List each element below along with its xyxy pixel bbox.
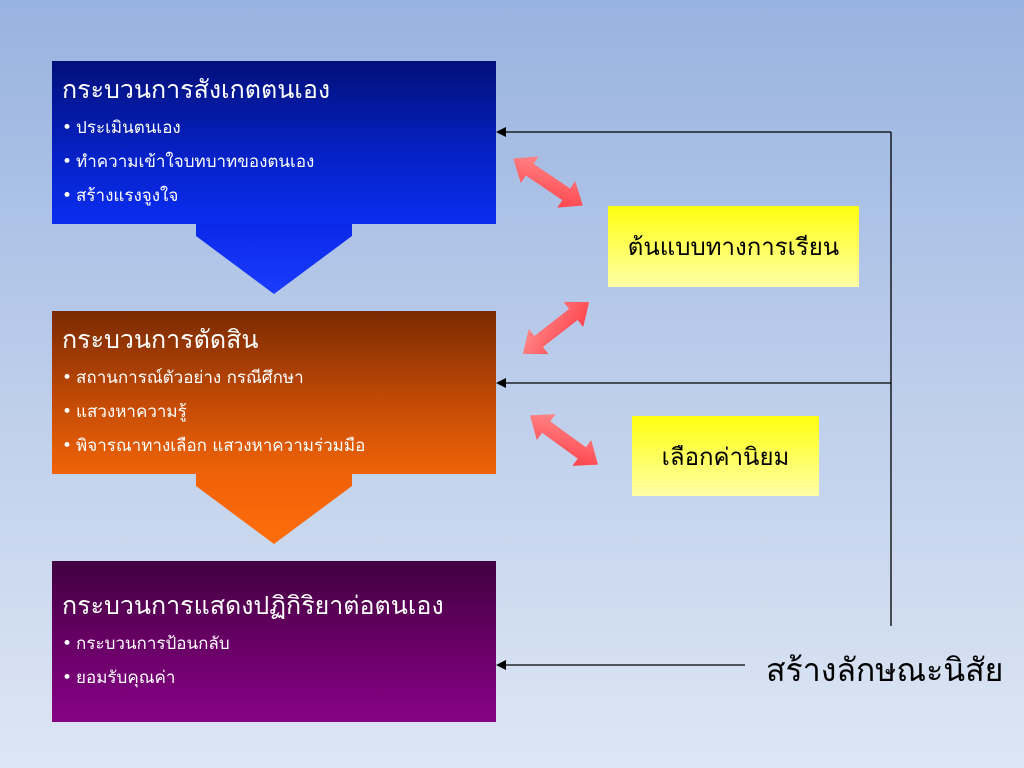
observe-item-text: ประเมินตนเอง <box>76 118 181 138</box>
build-character-label: สร้างลักษณะนิสัย <box>766 651 1004 689</box>
choose-values-label: เลือกค่านิยม <box>632 416 819 496</box>
list-item: •สถานการณ์ตัวอย่าง กรณีศึกษา <box>62 361 486 395</box>
list-item: •ทำความเข้าใจบทบาทของตนเอง <box>62 145 486 179</box>
down-arrow-1 <box>196 224 352 294</box>
learning-model-label: ต้นแบบทางการเรียน <box>608 206 859 287</box>
down-arrow-2 <box>196 474 352 544</box>
decide-process-list: •สถานการณ์ตัวอย่าง กรณีศึกษา •แสวงหาความ… <box>62 361 486 463</box>
react-item-text: กระบวนการป้อนกลับ <box>76 634 230 654</box>
bullet: • <box>62 634 73 654</box>
decide-item-text: พิจารณาทางเลือก แสวงหาความร่วมมือ <box>76 436 366 456</box>
observe-process-list: •ประเมินตนเอง •ทำความเข้าใจบทบาทของตนเอง… <box>62 111 486 213</box>
connector-arrowhead-react <box>496 660 506 670</box>
decide-item-text: สถานการณ์ตัวอย่าง กรณีศึกษา <box>76 368 304 388</box>
decide-process-box: กระบวนการตัดสิน •สถานการณ์ตัวอย่าง กรณีศ… <box>52 311 496 474</box>
double-arrow-2 <box>522 301 590 355</box>
list-item: •แสวงหาความรู้ <box>62 395 486 429</box>
observe-item-text: ทำความเข้าใจบทบาทของตนเอง <box>76 152 315 172</box>
bullet: • <box>62 436 73 456</box>
bullet: • <box>62 368 73 388</box>
connector-arrowhead-decide <box>496 378 506 388</box>
observe-process-title: กระบวนการสังเกตตนเอง <box>62 75 331 104</box>
list-item: •ยอมรับคุณค่า <box>62 661 486 695</box>
bullet: • <box>62 118 73 138</box>
double-arrow-3 <box>530 414 598 466</box>
list-item: •สร้างแรงจูงใจ <box>62 179 486 213</box>
connector-arrowhead-observe <box>496 127 506 137</box>
bullet: • <box>62 668 73 688</box>
react-process-title: กระบวนการแสดงปฏิกิริยาต่อตนเอง <box>62 591 444 620</box>
observe-item-text: สร้างแรงจูงใจ <box>76 186 179 206</box>
react-item-text: ยอมรับคุณค่า <box>76 668 176 688</box>
react-process-box: กระบวนการแสดงปฏิกิริยาต่อตนเอง •กระบวนกา… <box>52 561 496 722</box>
decide-process-title: กระบวนการตัดสิน <box>62 325 259 354</box>
bullet: • <box>62 152 73 172</box>
bullet: • <box>62 402 73 422</box>
list-item: •ประเมินตนเอง <box>62 111 486 145</box>
list-item: •พิจารณาทางเลือก แสวงหาความร่วมมือ <box>62 429 486 463</box>
bullet: • <box>62 186 73 206</box>
double-arrow-1 <box>513 156 583 208</box>
list-item: •กระบวนการป้อนกลับ <box>62 627 486 661</box>
observe-process-box: กระบวนการสังเกตตนเอง •ประเมินตนเอง •ทำคว… <box>52 61 496 224</box>
decide-item-text: แสวงหาความรู้ <box>76 402 187 422</box>
react-process-list: •กระบวนการป้อนกลับ •ยอมรับคุณค่า <box>62 627 486 695</box>
